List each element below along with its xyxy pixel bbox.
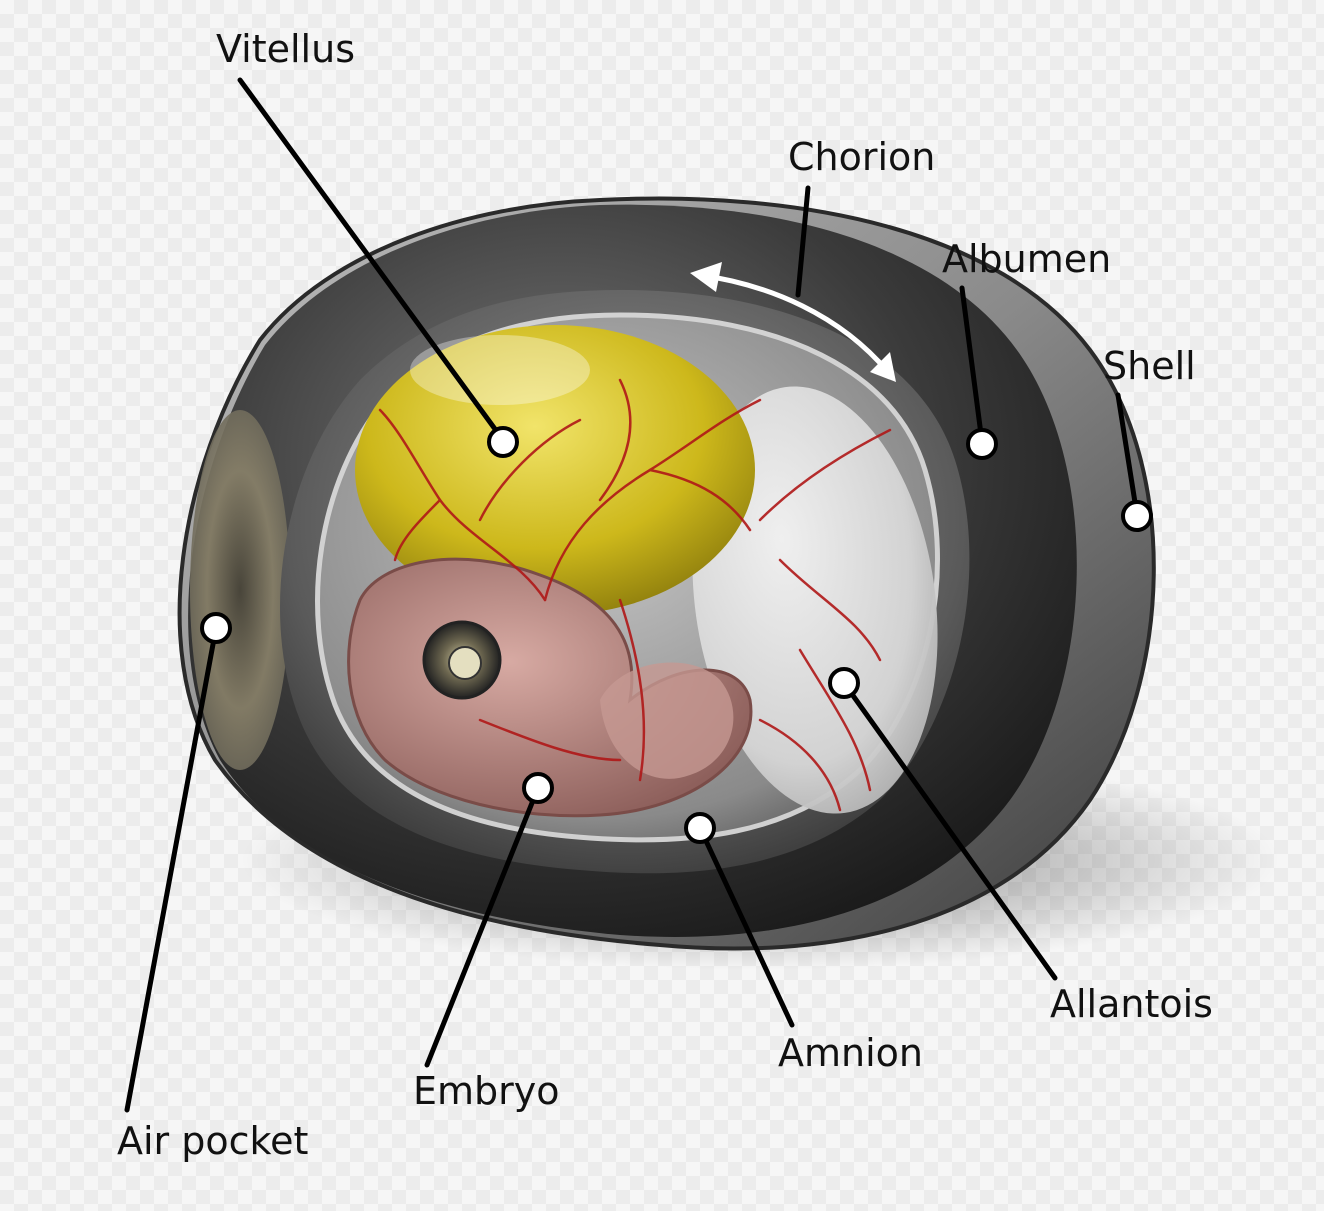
label-albumen: Albumen	[942, 237, 1112, 281]
allantois-sac	[692, 386, 938, 814]
marker-amnion	[684, 812, 716, 844]
embryo-body	[347, 557, 753, 818]
marker-albumen	[966, 428, 998, 460]
marker-allantois	[828, 667, 860, 699]
label-air-pocket: Air pocket	[117, 1119, 309, 1163]
marker-air-pocket	[200, 612, 232, 644]
leader-shell	[1115, 392, 1140, 518]
chorion-arrow	[699, 272, 890, 374]
leader-lines	[124, 77, 1140, 1113]
leader-embryo	[424, 785, 541, 1068]
label-embryo: Embryo	[413, 1069, 560, 1113]
marker-vitellus	[487, 426, 519, 458]
marker-points	[200, 426, 1153, 844]
label-amnion: Amnion	[778, 1031, 923, 1075]
leader-albumen	[959, 285, 985, 445]
marker-shell	[1121, 500, 1153, 532]
leader-amnion	[697, 825, 795, 1028]
label-shell: Shell	[1103, 344, 1196, 388]
leader-vitellus	[237, 77, 506, 443]
marker-embryo	[522, 772, 554, 804]
vitellus-yolk	[355, 325, 755, 615]
label-allantois: Allantois	[1050, 982, 1213, 1026]
label-chorion: Chorion	[788, 135, 936, 179]
blood-vessels	[378, 378, 892, 812]
leader-allantois	[841, 680, 1058, 981]
air-pocket-region	[190, 410, 290, 770]
yolk-highlight	[410, 335, 590, 405]
label-vitellus: Vitellus	[216, 27, 355, 71]
leader-chorion	[795, 185, 811, 298]
leader-air-pocket	[124, 625, 219, 1113]
